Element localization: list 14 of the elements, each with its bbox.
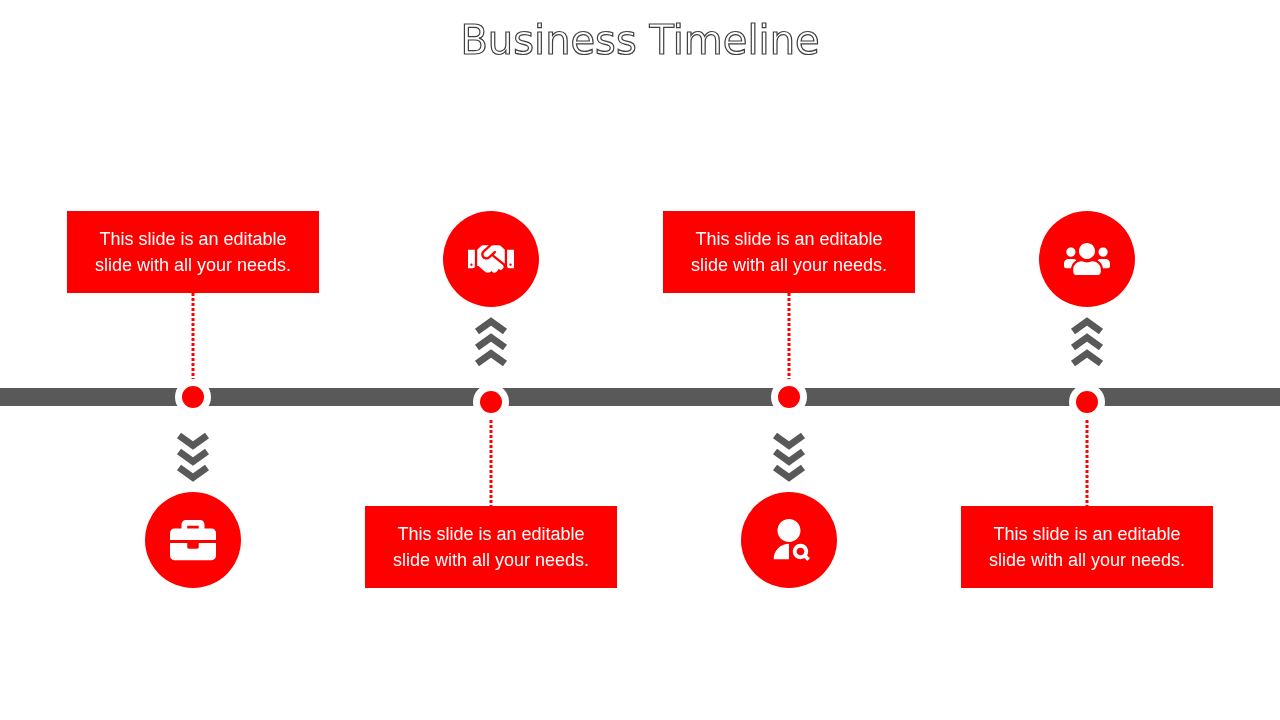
chevron-arrow: [1069, 317, 1105, 367]
leader-line: [787, 293, 791, 379]
leader-line: [191, 293, 195, 379]
text-box: This slide is an editable slide with all your needs.: [961, 506, 1213, 588]
text-box: This slide is an editable slide with all your needs.: [663, 211, 915, 293]
text-box: This slide is an editable slide with all your needs.: [67, 211, 319, 293]
text-box: This slide is an editable slide with all your needs.: [365, 506, 617, 588]
timeline-bar: [0, 388, 1280, 406]
leader-line: [489, 420, 493, 506]
title: Business Timeline: [460, 16, 820, 65]
chevron-arrow: [473, 317, 509, 367]
chevron-arrow: [771, 432, 807, 482]
chevron-arrow: [175, 432, 211, 482]
leader-line: [1085, 420, 1089, 506]
